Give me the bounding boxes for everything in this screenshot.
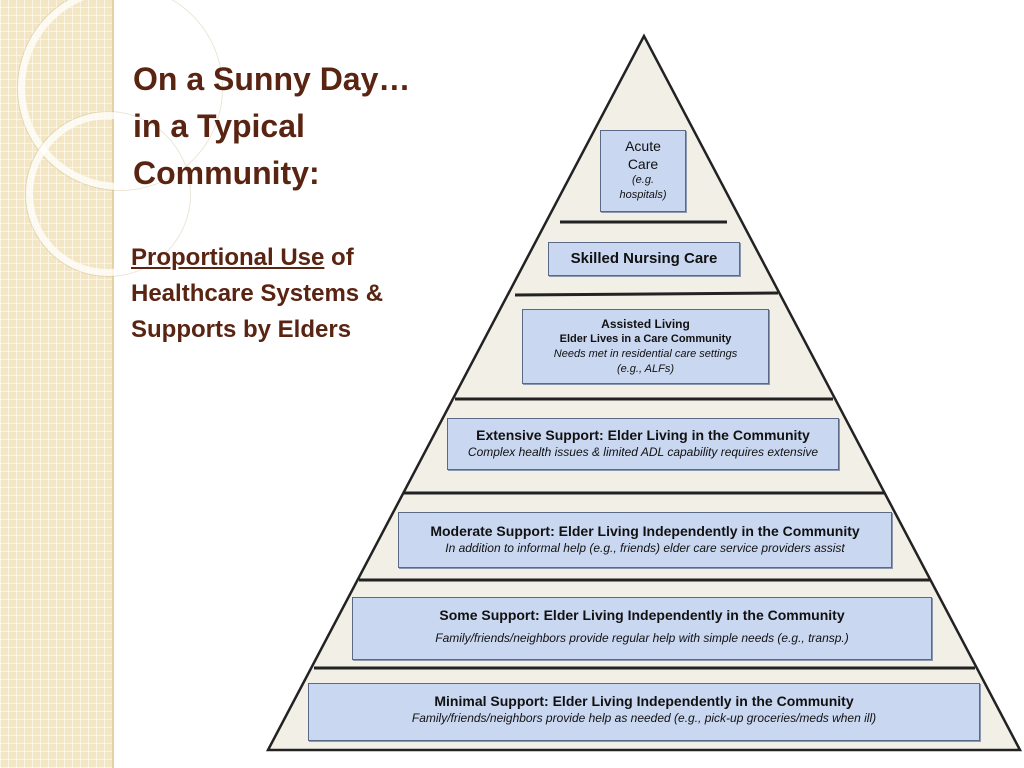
tier-label: Elder Lives in a Care Community	[559, 333, 732, 345]
tier-acute-care: Acute Care (e.g. hospitals)	[600, 130, 686, 212]
tier-divider	[514, 291, 779, 297]
pyramid-outline	[265, 33, 1023, 752]
tier-label: Minimal Support: Elder Living Independen…	[434, 693, 854, 709]
tier-description: hospitals)	[619, 189, 667, 201]
tier-label: Moderate Support: Elder Living Independe…	[430, 523, 860, 539]
tier-description: Complex health issues & limited ADL capa…	[467, 445, 819, 459]
subtitle-line: Supports by Elders	[131, 316, 352, 343]
tier-extensive-support: Extensive Support: Elder Living in the C…	[447, 418, 839, 470]
title-line: On a Sunny Day…	[133, 61, 411, 97]
tier-minimal-support: Minimal Support: Elder Living Independen…	[308, 683, 980, 741]
tier-label: Some Support: Elder Living Independently…	[439, 607, 845, 623]
tier-description: (e.g.	[631, 174, 654, 186]
tier-moderate-support: Moderate Support: Elder Living Independe…	[398, 512, 892, 568]
tier-some-support: Some Support: Elder Living Independently…	[352, 597, 932, 660]
tier-description: Family/friends/neighbors provide regular…	[435, 631, 849, 645]
tier-label: Skilled Nursing Care	[570, 250, 718, 267]
tier-description: Needs met in residential care settings	[553, 348, 738, 360]
slide-title: On a Sunny Day… in a Typical Community:	[133, 56, 493, 197]
subtitle-line: Healthcare Systems &	[131, 280, 384, 307]
tier-description: (e.g., ALFs)	[616, 363, 675, 375]
tier-label: Extensive Support: Elder Living in the C…	[476, 427, 810, 443]
title-line: Community:	[133, 155, 320, 191]
tier-label: Care	[627, 156, 659, 172]
subtitle-line: Proportional Use of	[131, 240, 471, 276]
tier-description: In addition to informal help (e.g., frie…	[445, 541, 845, 555]
decorative-sidebar	[0, 0, 222, 768]
tier-description: Family/friends/neighbors provide help as…	[411, 711, 877, 725]
subtitle-text: of	[324, 244, 354, 271]
slide-subtitle: Proportional Use of Healthcare Systems &…	[131, 240, 471, 348]
tier-skilled-nursing: Skilled Nursing Care	[548, 242, 740, 276]
subtitle-underlined: Proportional Use	[131, 244, 325, 271]
tier-label: Acute	[625, 138, 661, 154]
decorative-ring	[26, 112, 190, 276]
tier-assisted-living: Assisted Living Elder Lives in a Care Co…	[522, 309, 769, 384]
tier-label: Assisted Living	[601, 317, 690, 331]
title-line: in a Typical	[133, 108, 305, 144]
